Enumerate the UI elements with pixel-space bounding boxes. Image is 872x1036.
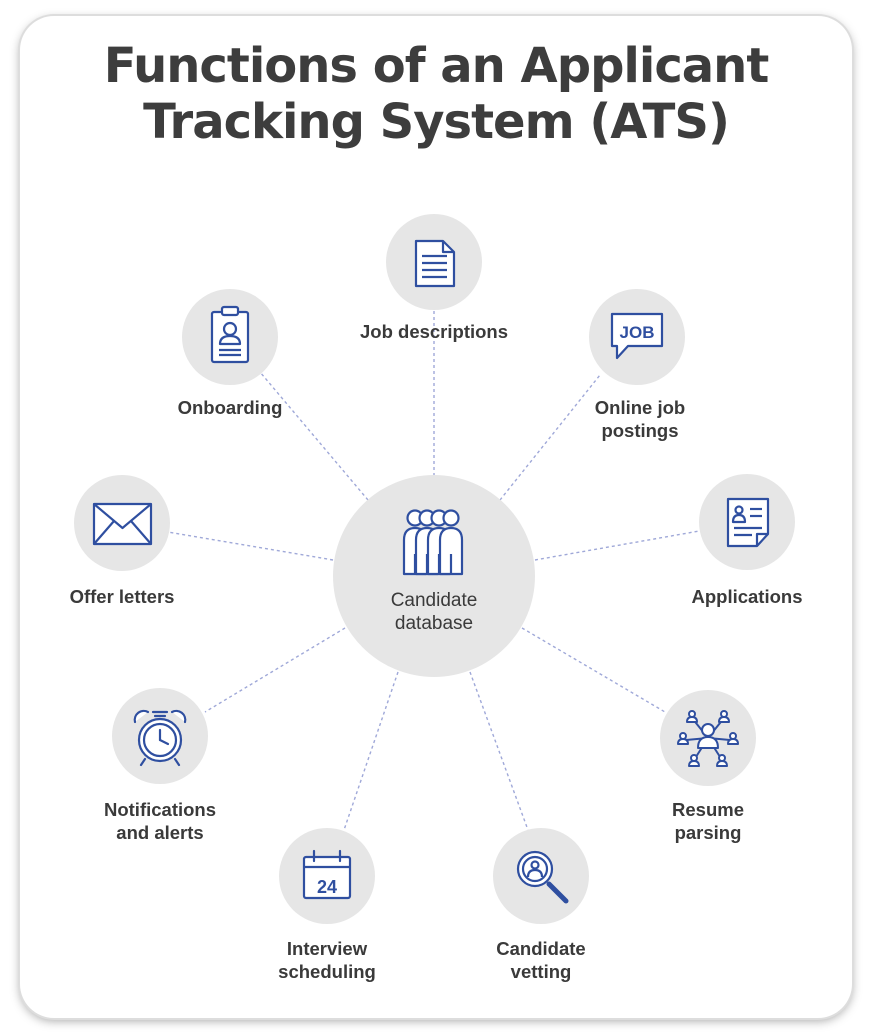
title-line-1: Functions of an Applicant bbox=[103, 38, 770, 94]
job-speech-bubble-icon: JOB bbox=[610, 312, 664, 360]
label-line: Resume bbox=[672, 799, 744, 820]
job-icon-text: JOB bbox=[620, 323, 655, 342]
label-line: Job descriptions bbox=[359, 321, 509, 342]
label-line: Online job bbox=[594, 397, 686, 418]
label-line: Offer letters bbox=[69, 586, 175, 607]
envelope-icon bbox=[92, 502, 153, 546]
label-applications: Applications bbox=[691, 585, 802, 608]
label-line: vetting bbox=[510, 961, 572, 982]
node-notifications-and-alerts bbox=[112, 688, 208, 784]
group-of-people-icon bbox=[402, 509, 464, 576]
center-label-line-2: database bbox=[394, 613, 474, 634]
node-interview-scheduling: 24 bbox=[279, 828, 375, 924]
label-line: Onboarding bbox=[177, 397, 283, 418]
connector-candidate-vetting bbox=[469, 671, 529, 831]
magnifier-person-icon bbox=[516, 850, 569, 904]
label-candidate-vetting: Candidate vetting bbox=[496, 937, 585, 983]
connector-onboarding bbox=[259, 371, 369, 501]
connector-online-job-postings bbox=[499, 374, 601, 501]
title-line-2: Tracking System (ATS) bbox=[143, 94, 730, 150]
node-applications bbox=[699, 474, 795, 570]
center-label-line-1: Candidate bbox=[390, 590, 478, 611]
network-people-icon bbox=[677, 710, 739, 767]
connector-interview-scheduling bbox=[343, 671, 399, 831]
label-interview-scheduling: Interview scheduling bbox=[278, 937, 376, 983]
diagram-title: Functions of an Applicant Tracking Syste… bbox=[0, 38, 872, 150]
label-notifications-and-alerts: Notifications and alerts bbox=[104, 798, 216, 844]
label-job-descriptions: Job descriptions bbox=[360, 320, 508, 343]
connector-resume-parsing bbox=[521, 627, 666, 713]
label-line: Interview bbox=[286, 938, 368, 959]
label-line: Candidate bbox=[496, 938, 586, 959]
center-circle bbox=[333, 475, 535, 677]
connector-applications bbox=[534, 529, 706, 561]
connector-notifications bbox=[204, 627, 346, 713]
id-badge-icon bbox=[210, 305, 250, 364]
label-online-job-postings: Online job postings bbox=[595, 396, 685, 442]
application-form-icon bbox=[726, 497, 770, 548]
node-resume-parsing bbox=[660, 690, 756, 786]
document-icon bbox=[414, 239, 456, 288]
label-line: and alerts bbox=[116, 822, 204, 843]
label-line: Applications bbox=[691, 586, 803, 607]
calendar-icon-text: 24 bbox=[317, 877, 337, 897]
alarm-clock-icon bbox=[133, 709, 187, 767]
node-job-descriptions bbox=[386, 214, 482, 310]
connector-offer-letters bbox=[167, 531, 334, 561]
label-line: parsing bbox=[674, 822, 742, 843]
calendar-icon: 24 bbox=[302, 849, 352, 900]
connectors bbox=[167, 310, 706, 831]
label-line: Notifications bbox=[103, 799, 217, 820]
node-offer-letters bbox=[74, 475, 170, 571]
label-line: postings bbox=[601, 420, 679, 441]
node-onboarding bbox=[182, 289, 278, 385]
node-candidate-vetting bbox=[493, 828, 589, 924]
label-resume-parsing: Resume parsing bbox=[672, 798, 744, 844]
center-label: Candidate database bbox=[391, 589, 478, 635]
label-offer-letters: Offer letters bbox=[70, 585, 175, 608]
label-line: scheduling bbox=[278, 961, 376, 982]
label-onboarding: Onboarding bbox=[178, 396, 283, 419]
node-online-job-postings: JOB bbox=[589, 289, 685, 385]
